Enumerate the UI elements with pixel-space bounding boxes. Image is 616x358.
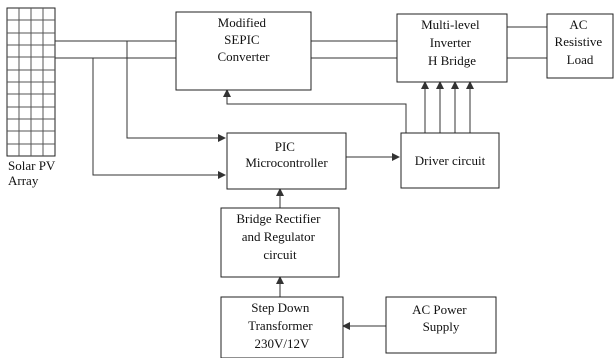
- svg-text:Multi-level Inverter: Multi-level Inverter H Bridge: [421, 17, 483, 68]
- sepic-converter-block: Modified SEPIC Converter: [175, 11, 312, 91]
- svg-text:AC Power Supply: AC Power Supply: [412, 302, 470, 334]
- solar-pv-label: Solar PV Array: [8, 158, 58, 188]
- svg-text:Step Down Transformer: Step Down Transformer 230V/12V: [248, 300, 316, 351]
- svg-text:Modified SEPIC Con: Modified SEPIC Converter: [218, 15, 271, 64]
- driver-circuit-block: Driver circuit: [400, 132, 500, 189]
- svg-text:Driver circuit: Driver circuit: [415, 153, 486, 168]
- svg-text:Bridge Rectifier and Reg: Bridge Rectifier and Regulator circuit: [236, 211, 323, 262]
- pic-microcontroller-block: PIC Microcontroller: [226, 132, 347, 190]
- connections: [55, 26, 547, 330]
- bridge-rectifier-block: Bridge Rectifier and Regulator circuit: [220, 207, 340, 278]
- multilevel-inverter-block: Multi-level Inverter H Bridge: [396, 13, 508, 83]
- ac-resistive-load-block: AC Resistive Load: [546, 13, 614, 79]
- svg-text:AC Resistive Load: AC Resistive Load: [555, 17, 606, 67]
- ac-power-supply-block: AC Power Supply: [385, 296, 497, 354]
- solar-pv-array-icon: [6, 7, 56, 157]
- svg-text:PIC Microcontroller: PIC Microcontroller: [245, 139, 328, 170]
- step-down-transformer-block: Step Down Transformer 230V/12V: [220, 296, 344, 358]
